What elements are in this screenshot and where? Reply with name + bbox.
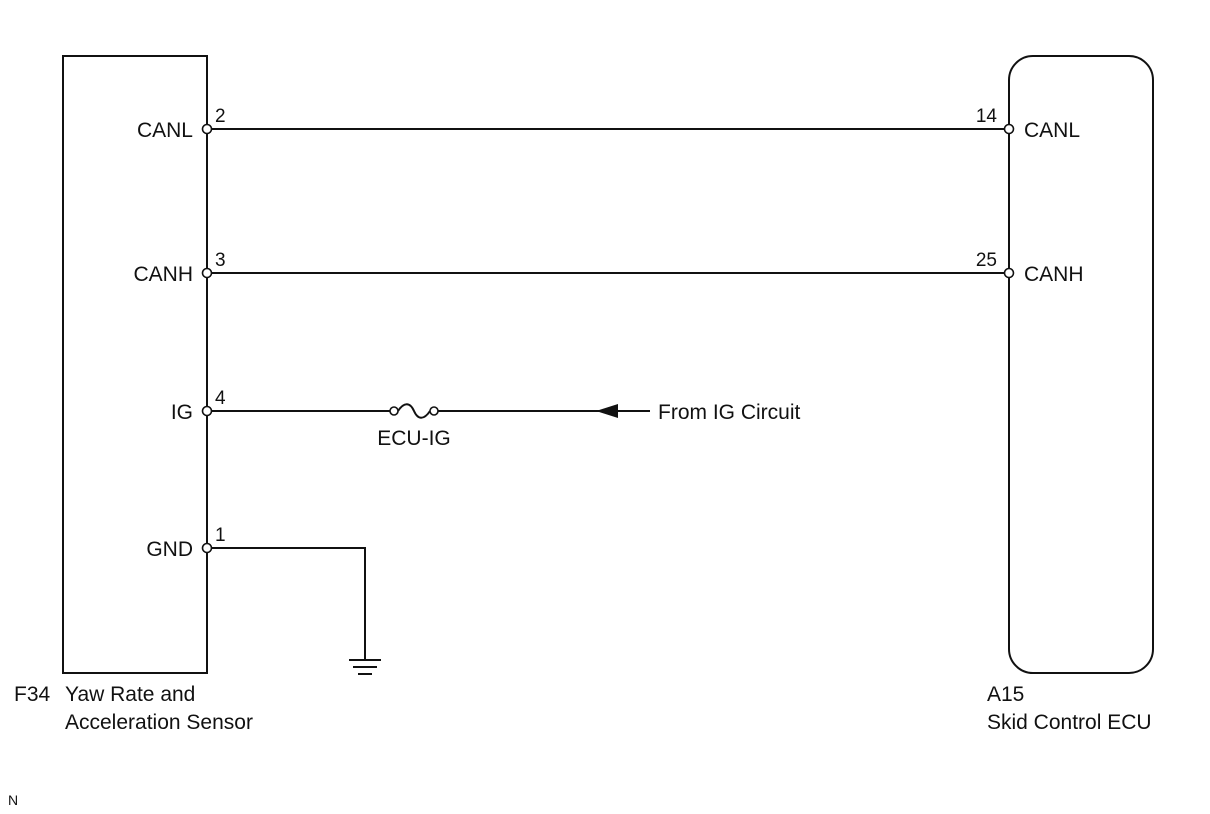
fuse-label: ECU-IG (377, 427, 451, 450)
left-component-name-line1: Yaw Rate and (65, 683, 195, 706)
right-component-name: Skid Control ECU (987, 711, 1152, 734)
pin-label-canl-right: CANL (1024, 119, 1080, 142)
terminal-ig-left (201, 405, 213, 417)
yaw-rate-sensor-box (62, 55, 208, 674)
ground-icon (349, 659, 381, 675)
pin-number-2: 2 (215, 106, 226, 127)
source-label: From IG Circuit (658, 401, 801, 424)
terminal-canh-right (1003, 267, 1015, 279)
terminal-canh-left (201, 267, 213, 279)
left-component-code: F34 (14, 683, 51, 706)
pin-number-3: 3 (215, 250, 226, 271)
pin-label-ig: IG (171, 401, 193, 424)
pin-label-canh-right: CANH (1024, 263, 1084, 286)
pin-label-canl-left: CANL (137, 119, 193, 142)
pin-number-25: 25 (976, 250, 997, 271)
pin-number-4: 4 (215, 388, 226, 409)
arrow-left-icon (596, 404, 618, 418)
terminal-canl-right (1003, 123, 1015, 135)
terminal-canl-left (201, 123, 213, 135)
corner-mark: N (8, 792, 18, 808)
pin-label-canh-left: CANH (133, 263, 193, 286)
pin-number-1: 1 (215, 525, 226, 546)
pin-number-14: 14 (976, 106, 998, 127)
right-component-code: A15 (987, 683, 1024, 706)
pin-label-gnd: GND (146, 538, 193, 561)
terminal-gnd-left (201, 542, 213, 554)
fuse-symbol (389, 403, 439, 419)
gnd-wire (211, 547, 366, 660)
skid-control-ecu-box (1008, 55, 1154, 674)
left-component-name-line2: Acceleration Sensor (65, 711, 253, 734)
